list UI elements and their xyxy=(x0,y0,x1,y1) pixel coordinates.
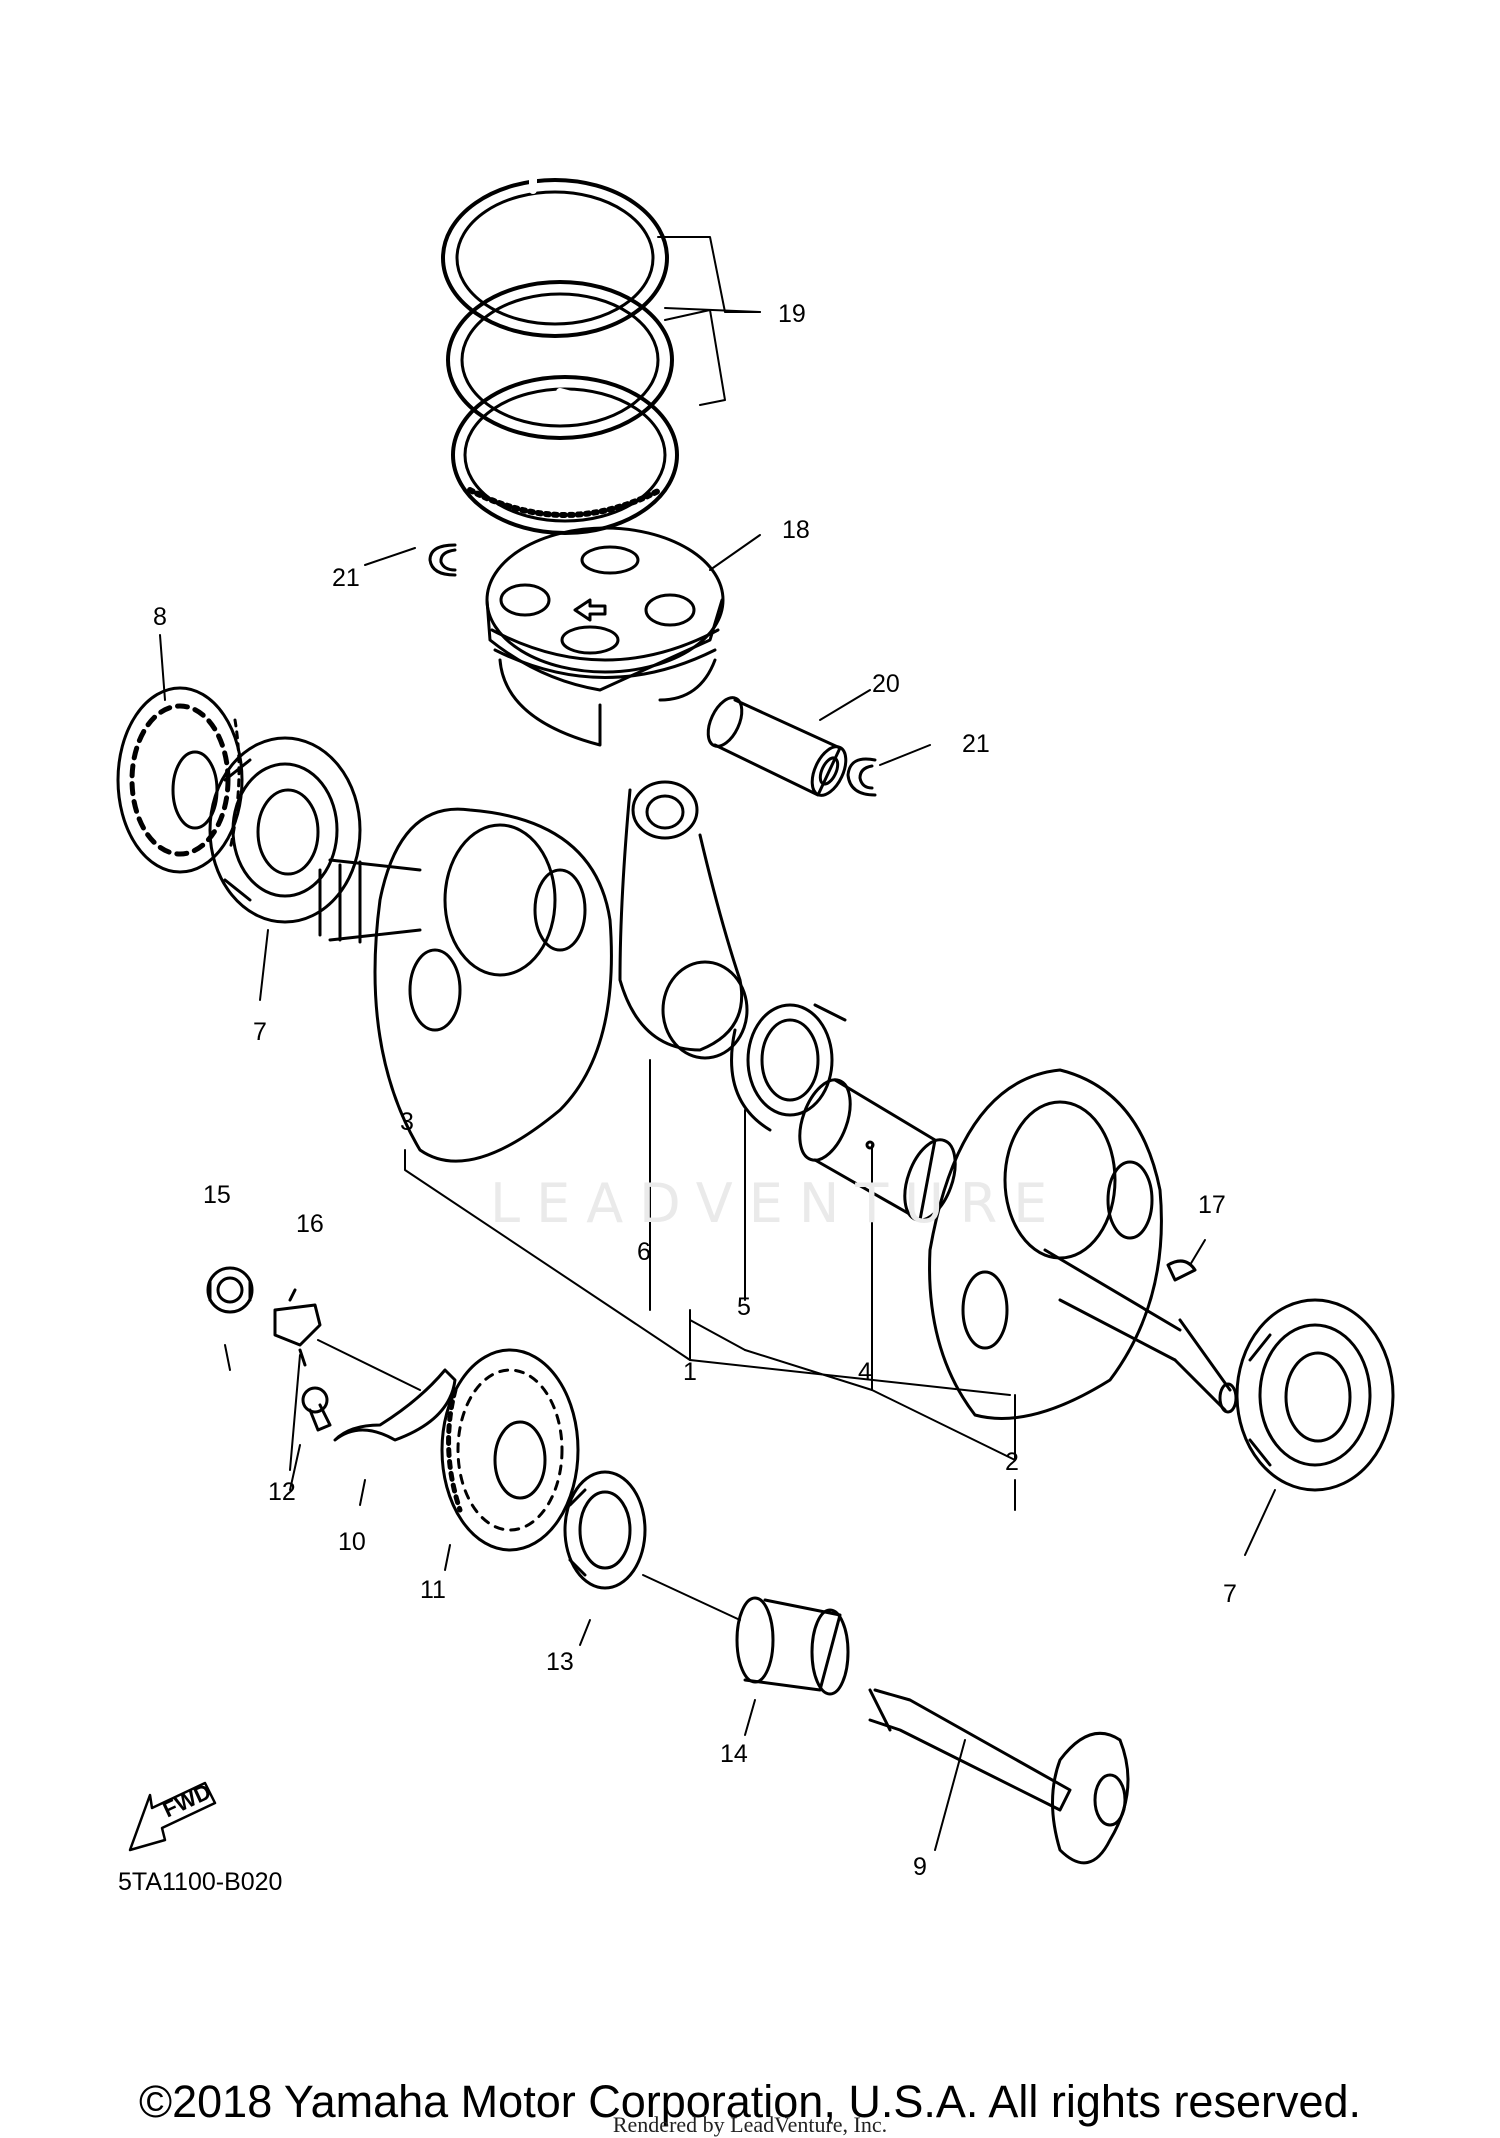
connecting-rod xyxy=(618,780,749,1060)
watermark: LEADVENTURE xyxy=(490,1172,1064,1235)
callout-2[interactable]: 2 xyxy=(1005,1448,1019,1476)
crank-web-left xyxy=(318,807,613,1163)
callout-12[interactable]: 12 xyxy=(268,1478,296,1506)
callout-21-left[interactable]: 21 xyxy=(332,564,360,592)
callout-bracket-19 xyxy=(657,236,761,313)
callout-4[interactable]: 4 xyxy=(858,1358,872,1386)
piston-rings xyxy=(441,174,679,535)
balancer-weight xyxy=(333,1368,457,1442)
callout-1[interactable]: 1 xyxy=(683,1358,697,1386)
balancer-shaft xyxy=(868,1688,1130,1865)
piston xyxy=(485,526,725,747)
bearing-left xyxy=(208,736,362,924)
callout-19[interactable]: 19 xyxy=(778,300,806,328)
piston-pin xyxy=(706,696,848,797)
balancer-driven-gear xyxy=(440,1348,580,1552)
callout-leaders xyxy=(159,307,1276,1851)
callout-16[interactable]: 16 xyxy=(296,1210,324,1238)
rendered-by-text: Rendered by LeadVenture, Inc. xyxy=(612,2112,888,2137)
diagram-code: 5TA1100-B020 xyxy=(118,1868,283,1896)
callout-13[interactable]: 13 xyxy=(546,1648,574,1676)
crank-web-right xyxy=(928,1068,1238,1420)
callout-14[interactable]: 14 xyxy=(720,1740,748,1768)
callout-18[interactable]: 18 xyxy=(782,516,810,544)
nut xyxy=(206,1266,254,1314)
bolt xyxy=(301,1386,332,1432)
balancer-drive-gear xyxy=(116,686,244,874)
crank-pin-bearing xyxy=(730,1003,847,1132)
callout-21-right[interactable]: 21 xyxy=(962,730,990,758)
callout-6[interactable]: 6 xyxy=(637,1238,651,1266)
circlip-right xyxy=(846,757,877,797)
woodruff-key xyxy=(1166,1259,1197,1282)
callout-11[interactable]: 11 xyxy=(420,1576,446,1604)
callout-10[interactable]: 10 xyxy=(338,1528,366,1556)
callout-5[interactable]: 5 xyxy=(737,1293,751,1321)
callout-7-left[interactable]: 7 xyxy=(253,1018,267,1046)
lock-washer xyxy=(273,1288,322,1367)
callout-7-right[interactable]: 7 xyxy=(1223,1580,1237,1608)
callout-15[interactable]: 15 xyxy=(203,1181,231,1209)
fwd-arrow-icon xyxy=(128,1781,217,1852)
circlip-left xyxy=(428,543,457,577)
needle-bearing xyxy=(735,1596,850,1696)
callout-20[interactable]: 20 xyxy=(872,670,900,698)
callout-3[interactable]: 3 xyxy=(400,1108,414,1136)
balancer-bearing xyxy=(563,1470,647,1590)
callout-17[interactable]: 17 xyxy=(1198,1191,1226,1219)
callout-bracket-19b xyxy=(664,309,726,406)
callout-9[interactable]: 9 xyxy=(913,1853,927,1881)
copyright-text: ©2018 Yamaha Motor Corporation, U.S.A. A… xyxy=(138,2076,1362,2127)
bearing-right xyxy=(1235,1298,1395,1492)
callout-8[interactable]: 8 xyxy=(153,603,167,631)
